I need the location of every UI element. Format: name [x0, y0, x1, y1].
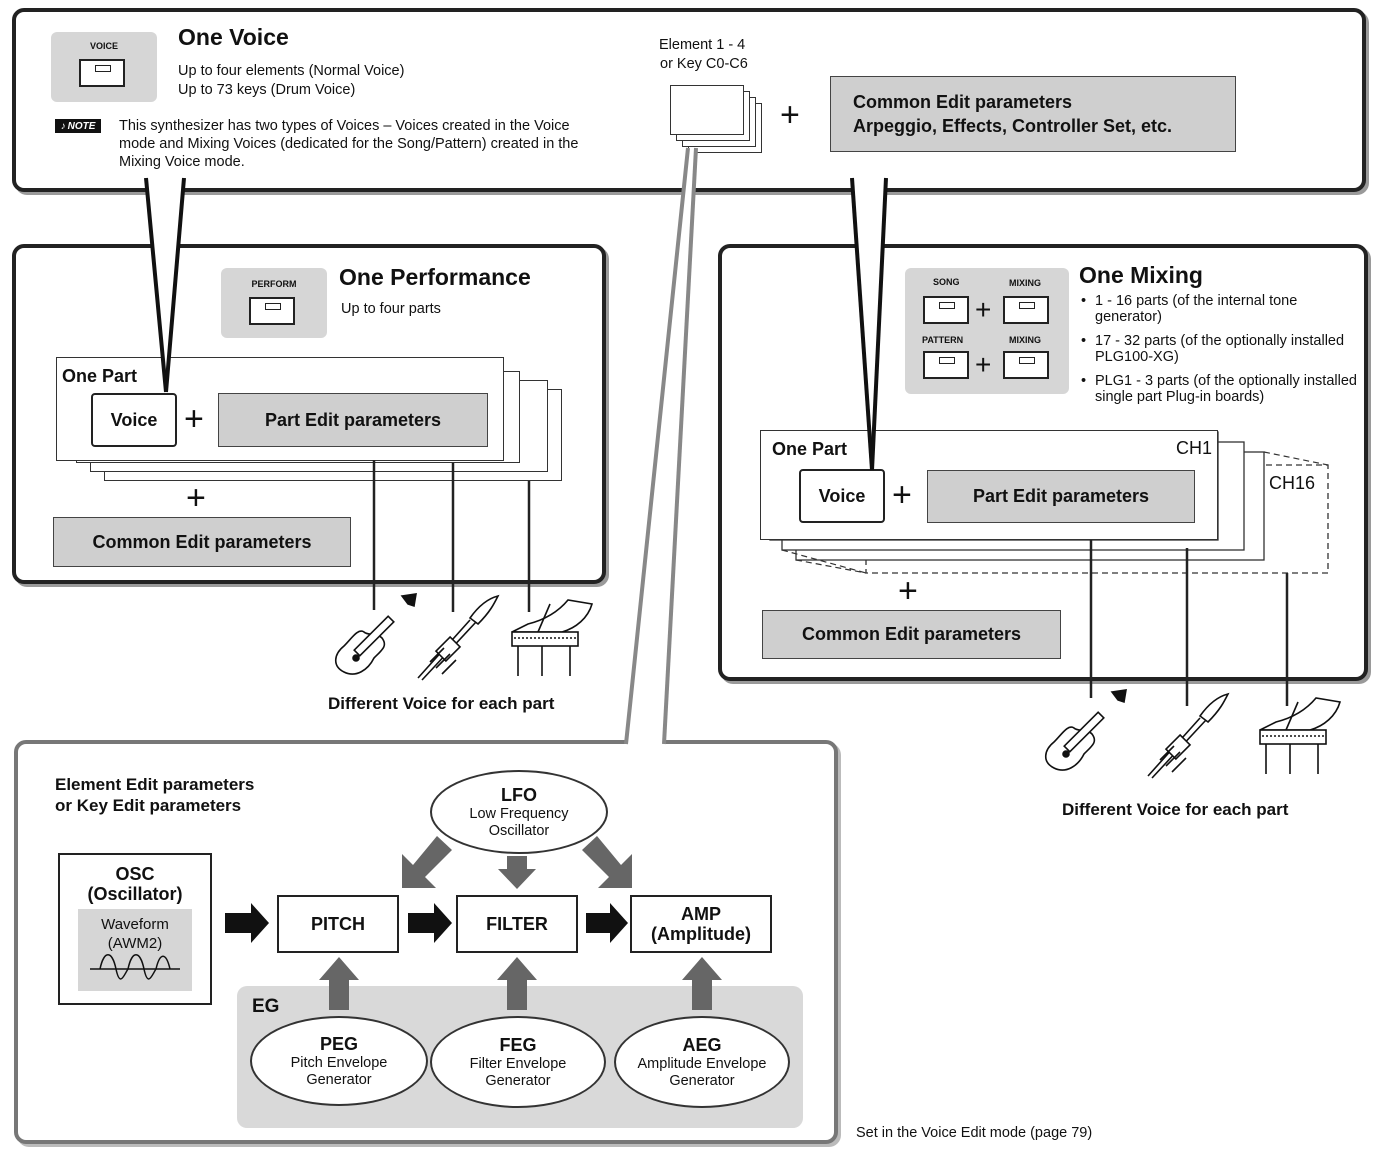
perf-common-edit-box: Common Edit parameters — [53, 517, 351, 567]
one-performance-title: One Performance — [339, 264, 531, 290]
peg-line-1: Pitch Envelope — [290, 1055, 388, 1071]
note-badge-text: NOTE — [67, 120, 96, 132]
amp-block: AMP (Amplitude) — [630, 895, 772, 953]
sine-wave-icon — [90, 954, 180, 980]
voice-common-edit-line-1: Common Edit parameters — [853, 91, 1073, 112]
peg-title: PEG — [319, 1034, 358, 1054]
trumpet-icon — [417, 594, 500, 681]
element-sheet-1 — [670, 85, 744, 135]
one-mixing-title: One Mixing — [1079, 262, 1203, 288]
perf-plus-2: + — [186, 479, 206, 517]
mixing-plus-1: + — [975, 294, 992, 325]
aeg-title: AEG — [682, 1035, 722, 1055]
one-voice-title: One Voice — [178, 24, 289, 50]
perform-button-icon — [249, 297, 295, 325]
lfo-line-2: Oscillator — [488, 823, 550, 839]
voice-common-edit-box: Common Edit parameters Arpeggio, Effects… — [830, 76, 1236, 152]
feg-line-1: Filter Envelope — [469, 1056, 567, 1072]
voice-button-icon — [79, 59, 125, 87]
note-badge: ♪NOTE — [55, 119, 101, 133]
electric-guitar-icon — [1044, 689, 1127, 771]
pattern-button-icon — [923, 351, 969, 379]
footer-note: Set in the Voice Edit mode (page 79) — [856, 1125, 1093, 1141]
waveform-label-1: Waveform — [101, 916, 169, 933]
mixing-buttons-box: SONG MIXING + PATTERN MIXING + — [905, 268, 1069, 394]
feg-line-2: Generator — [485, 1073, 551, 1089]
electric-guitar-icon — [334, 593, 417, 675]
voice-callout-right — [850, 177, 888, 471]
mixing-bullet-1: 1 - 16 parts (of the internal tone gener… — [1079, 293, 1363, 325]
mixing-plus-4: + — [898, 572, 918, 610]
waveform-label-2: (AWM2) — [107, 935, 163, 952]
osc-title-2: (Oscillator) — [87, 884, 183, 904]
osc-title-1: OSC — [115, 864, 155, 884]
perf-voice-box: Voice — [91, 393, 177, 447]
waveform-box — [78, 909, 192, 991]
pitch-block: PITCH — [277, 895, 399, 953]
element-edit-title-2: or Key Edit parameters — [55, 796, 242, 815]
mixing-plus-2: + — [975, 349, 992, 380]
eg-label: EG — [252, 996, 280, 1017]
perform-button-label: PERFORM — [251, 279, 297, 289]
mixing-ch16-label: CH16 — [1269, 473, 1316, 493]
peg-oval: PEG Pitch Envelope Generator — [250, 1016, 428, 1106]
voice-common-edit-line-2: Arpeggio, Effects, Controller Set, etc. — [853, 115, 1173, 136]
element-label-2: or Key C0-C6 — [660, 56, 748, 72]
song-button-label: SONG — [933, 277, 960, 287]
filter-block: FILTER — [456, 895, 578, 953]
mixing-part-label: One Part — [772, 439, 848, 459]
element-label-1: Element 1 - 4 — [659, 37, 746, 53]
perf-part-label: One Part — [62, 366, 138, 386]
peg-line-2: Generator — [306, 1072, 372, 1088]
mixing-voice-box: Voice — [799, 469, 885, 523]
perform-button-box: PERFORM — [221, 268, 327, 338]
perf-part-edit-box: Part Edit parameters — [218, 393, 488, 447]
mixing-bullet-2: 17 - 32 parts (of the optionally install… — [1079, 333, 1363, 365]
song-button-icon — [923, 296, 969, 324]
note-icon: ♪ — [60, 120, 66, 132]
voice-button-box: VOICE — [51, 32, 157, 102]
mixing-button-label-2: MIXING — [1009, 335, 1042, 345]
perf-caption: Different Voice for each part — [328, 694, 555, 713]
element-edit-title-1: Element Edit parameters — [55, 775, 255, 794]
amp-label-1: AMP — [681, 904, 721, 924]
amp-label-2: (Amplitude) — [651, 924, 751, 944]
grand-piano-icon — [1259, 697, 1342, 774]
element-callout — [624, 147, 698, 745]
voice-plus: + — [780, 96, 800, 134]
mixing-common-edit-box: Common Edit parameters — [762, 610, 1061, 659]
mixing-part-edit-box: Part Edit parameters — [927, 470, 1195, 523]
mixing-button-icon-2 — [1003, 351, 1049, 379]
aeg-line-2: Generator — [669, 1073, 735, 1089]
mixing-ch1-label: CH1 — [1176, 438, 1213, 458]
one-voice-line-1: Up to four elements (Normal Voice) — [178, 63, 405, 79]
one-performance-subtitle: Up to four parts — [341, 301, 441, 317]
lfo-oval: LFO Low Frequency Oscillator — [430, 770, 608, 854]
mixing-caption: Different Voice for each part — [1062, 800, 1289, 819]
voice-callout-left — [144, 177, 186, 393]
mixing-bullet-3: PLG1 - 3 parts (of the optionally instal… — [1079, 373, 1363, 405]
grand-piano-icon — [511, 599, 594, 676]
mixing-button-icon-1 — [1003, 296, 1049, 324]
one-mixing-bullets: 1 - 16 parts (of the internal tone gener… — [1079, 293, 1363, 413]
lfo-line-1: Low Frequency — [469, 806, 569, 822]
mixing-button-label-1: MIXING — [1009, 278, 1042, 288]
note-text: This synthesizer has two types of Voices… — [119, 118, 579, 170]
trumpet-icon — [1147, 692, 1230, 779]
voice-button-label: VOICE — [89, 41, 118, 51]
pattern-button-label: PATTERN — [922, 335, 964, 345]
feg-oval: FEG Filter Envelope Generator — [430, 1016, 606, 1108]
aeg-oval: AEG Amplitude Envelope Generator — [614, 1016, 790, 1108]
feg-title: FEG — [499, 1035, 537, 1055]
mixing-plus-3: + — [892, 476, 912, 514]
aeg-line-1: Amplitude Envelope — [637, 1056, 767, 1072]
one-voice-line-2: Up to 73 keys (Drum Voice) — [178, 82, 356, 98]
lfo-title: LFO — [501, 785, 537, 805]
perf-plus-1: + — [184, 400, 204, 438]
